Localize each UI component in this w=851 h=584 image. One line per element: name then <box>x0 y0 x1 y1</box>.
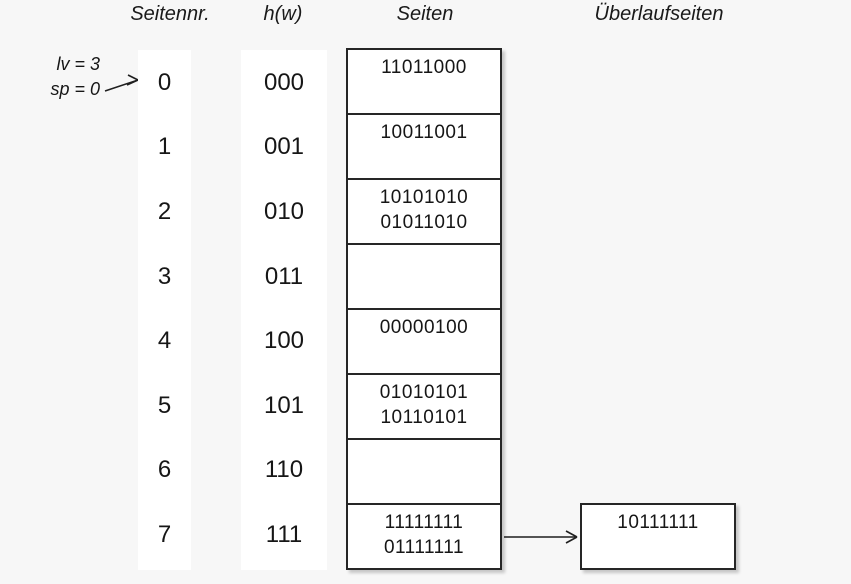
page-number: 2 <box>157 198 172 225</box>
split-pointer-arrow-icon <box>104 74 139 92</box>
page-number-column-background <box>138 50 191 570</box>
column-header-overflow-pages: Überlaufseiten <box>594 3 724 25</box>
bucket-entry: 01111111 <box>383 537 465 558</box>
bucket-cell-7: 11111111 01111111 <box>348 505 500 568</box>
bucket-entry: 10011001 <box>380 122 468 143</box>
hash-value: 001 <box>263 133 305 160</box>
overflow-link-arrow-icon <box>504 530 578 544</box>
bucket-entry: 00000100 <box>379 317 469 338</box>
bucket-cell-0: 11011000 <box>348 50 500 115</box>
column-header-page-number: Seitennr. <box>130 3 210 25</box>
column-header-hash-function: h(w) <box>263 3 303 25</box>
hash-value: 101 <box>263 392 305 419</box>
hash-value: 010 <box>263 198 305 225</box>
hash-value: 100 <box>263 327 305 354</box>
page-number: 7 <box>157 521 172 548</box>
bucket-cell-4: 00000100 <box>348 310 500 375</box>
hash-value: 011 <box>264 263 304 290</box>
bucket-entry: 01011010 <box>380 212 468 233</box>
bucket-entry: 10110101 <box>380 407 468 428</box>
split-pointer-value: sp = 0 <box>50 79 100 99</box>
page-number: 6 <box>157 456 172 483</box>
hash-value: 110 <box>264 456 304 483</box>
level-value: lv = 3 <box>56 54 100 74</box>
column-header-pages: Seiten <box>396 3 454 25</box>
state-annotation: lv = 3 sp = 0 <box>24 52 100 102</box>
pages-table: 11011000 10011001 10101010 01011010 0000… <box>346 48 502 570</box>
bucket-cell-5: 01010101 10110101 <box>348 375 500 440</box>
overflow-page-box: 10111111 <box>580 503 736 570</box>
bucket-entry: 01010101 <box>379 382 469 403</box>
bucket-entry: 11011000 <box>381 57 467 78</box>
overflow-entry: 10111111 <box>617 512 699 533</box>
page-number: 0 <box>157 69 172 96</box>
bucket-entry: 10101010 <box>379 187 469 208</box>
bucket-cell-6 <box>348 440 500 505</box>
bucket-cell-1: 10011001 <box>348 115 500 180</box>
bucket-entry: 11111111 <box>384 512 464 533</box>
page-number: 4 <box>157 327 172 354</box>
page-number: 3 <box>157 263 172 290</box>
bucket-cell-2: 10101010 01011010 <box>348 180 500 245</box>
bucket-cell-3 <box>348 245 500 310</box>
hash-value: 111 <box>265 521 303 548</box>
hash-column-background <box>241 50 327 570</box>
hash-value: 000 <box>263 69 305 96</box>
page-number: 1 <box>157 133 172 160</box>
page-number: 5 <box>157 392 172 419</box>
